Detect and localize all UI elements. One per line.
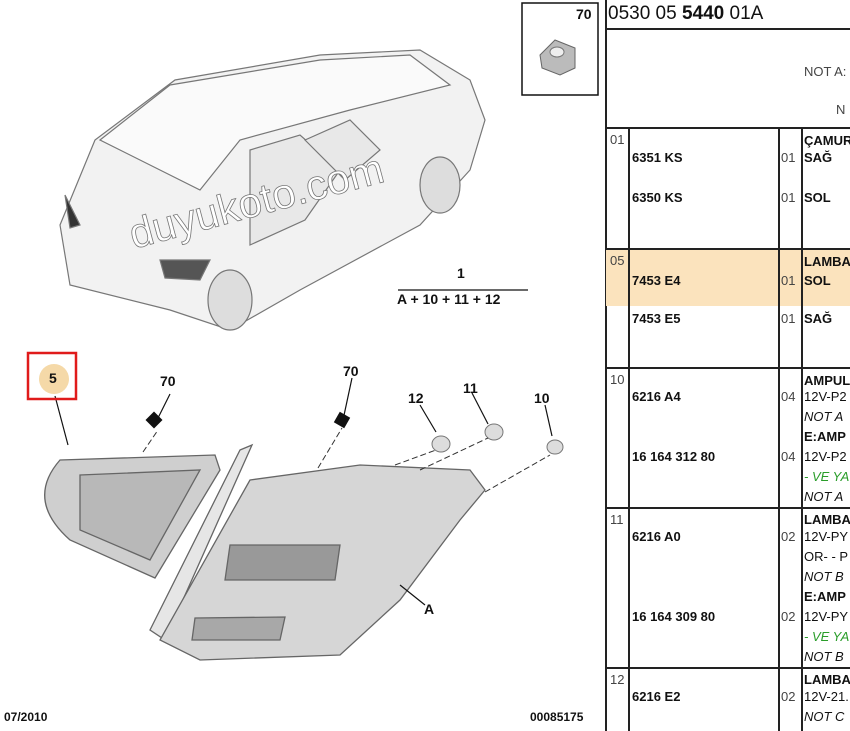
callout-1-formula: A + 10 + 11 + 12 <box>397 291 501 307</box>
description: 12V-PY <box>804 609 849 624</box>
description: LAMBA <box>804 672 850 687</box>
description: - VE YA <box>804 469 850 484</box>
description: 12V-P2 <box>804 389 847 404</box>
description: E:AMP <box>804 589 846 604</box>
quantity: 02 <box>781 609 796 624</box>
row-number: 05 <box>610 253 625 268</box>
description: 12V-P2 <box>804 449 847 464</box>
clip-icon <box>333 411 351 429</box>
description: - VE YA <box>804 629 850 644</box>
part-number[interactable]: 6216 A0 <box>632 529 681 544</box>
part-number[interactable]: 6351 KS <box>632 150 683 165</box>
description: SOL <box>804 273 831 288</box>
row-number: 01 <box>610 132 625 147</box>
row-number: 11 <box>610 512 624 527</box>
description: NOT C <box>804 709 845 724</box>
quantity: 04 <box>781 389 796 404</box>
selected-row-highlight <box>606 248 850 306</box>
quantity: 01 <box>781 311 796 326</box>
callout-a: A <box>424 601 435 617</box>
drawing-number: 00085175 <box>530 710 584 724</box>
row-number: 10 <box>610 372 625 387</box>
description: NOT B <box>804 569 844 584</box>
callout-11[interactable]: 11 <box>463 380 478 396</box>
reference-suffix: 01A <box>724 3 764 24</box>
selected-callout-bg <box>39 364 69 394</box>
thumbnail-label: 70 <box>576 6 592 22</box>
callout-12[interactable]: 12 <box>408 390 424 406</box>
description: NOT A <box>804 489 844 504</box>
description: SOL <box>804 190 831 205</box>
diagram-artwork: duyukoto.com <box>26 2 599 661</box>
part-number[interactable]: 6350 KS <box>632 190 683 205</box>
header-note: N <box>836 102 846 117</box>
description: 12V-21. <box>804 689 849 704</box>
part-number[interactable]: 6216 E2 <box>632 689 681 704</box>
description: NOT B <box>804 649 844 664</box>
part-number[interactable]: 16 164 312 80 <box>632 449 716 464</box>
nut-icon <box>539 39 576 76</box>
quantity: 02 <box>781 689 796 704</box>
reference-bold: 5440 <box>681 3 725 24</box>
quantity: 01 <box>781 150 796 165</box>
part-number[interactable]: 6216 A4 <box>632 389 681 404</box>
selected-callout-box <box>26 351 78 401</box>
description: LAMBA <box>804 254 850 269</box>
part-number[interactable]: 7453 E4 <box>632 273 681 288</box>
quantity: 01 <box>781 273 796 288</box>
description: E:AMP <box>804 429 846 444</box>
part-number[interactable]: 16 164 309 80 <box>632 609 716 624</box>
callout-70[interactable]: 70 <box>160 373 176 389</box>
clip-icon <box>145 411 163 429</box>
description: OR- - P <box>804 549 849 564</box>
quantity: 02 <box>781 529 796 544</box>
callout-5[interactable]: 5 <box>49 370 57 386</box>
callout-70[interactable]: 70 <box>343 363 359 379</box>
callout-1[interactable]: 1 <box>457 265 465 281</box>
header-note: NOT A: <box>804 64 847 79</box>
part-number[interactable]: 7453 E5 <box>632 311 681 326</box>
quantity: 04 <box>781 449 796 464</box>
description: LAMBA <box>804 512 850 527</box>
description: AMPUL <box>804 373 850 388</box>
description: 12V-PY <box>804 529 849 544</box>
diagram-date: 07/2010 <box>4 710 48 724</box>
row-number: 12 <box>610 672 625 687</box>
quantity: 01 <box>781 190 796 205</box>
parts-diagram: duyukoto.com 1 A + 10 + 11 + 12 5 70 70 … <box>4 2 599 724</box>
description: SAĞ <box>804 311 833 326</box>
description: SAĞ <box>804 150 833 165</box>
reference-prefix: 0530 05 <box>608 3 682 24</box>
description: ÇAMUR <box>804 133 850 148</box>
bulbs <box>431 423 564 455</box>
description: NOT A <box>804 409 844 424</box>
leader-lines <box>54 289 553 606</box>
lamp-illustration <box>44 443 486 661</box>
parts-table: 0530 05 5440 01A NOT A: N 01 ÇAMUR 6351 KS… <box>605 0 850 731</box>
callout-10[interactable]: 10 <box>534 390 550 406</box>
reference-number: 0530 05 5440 01A <box>608 3 763 25</box>
car-illustration <box>59 49 486 331</box>
